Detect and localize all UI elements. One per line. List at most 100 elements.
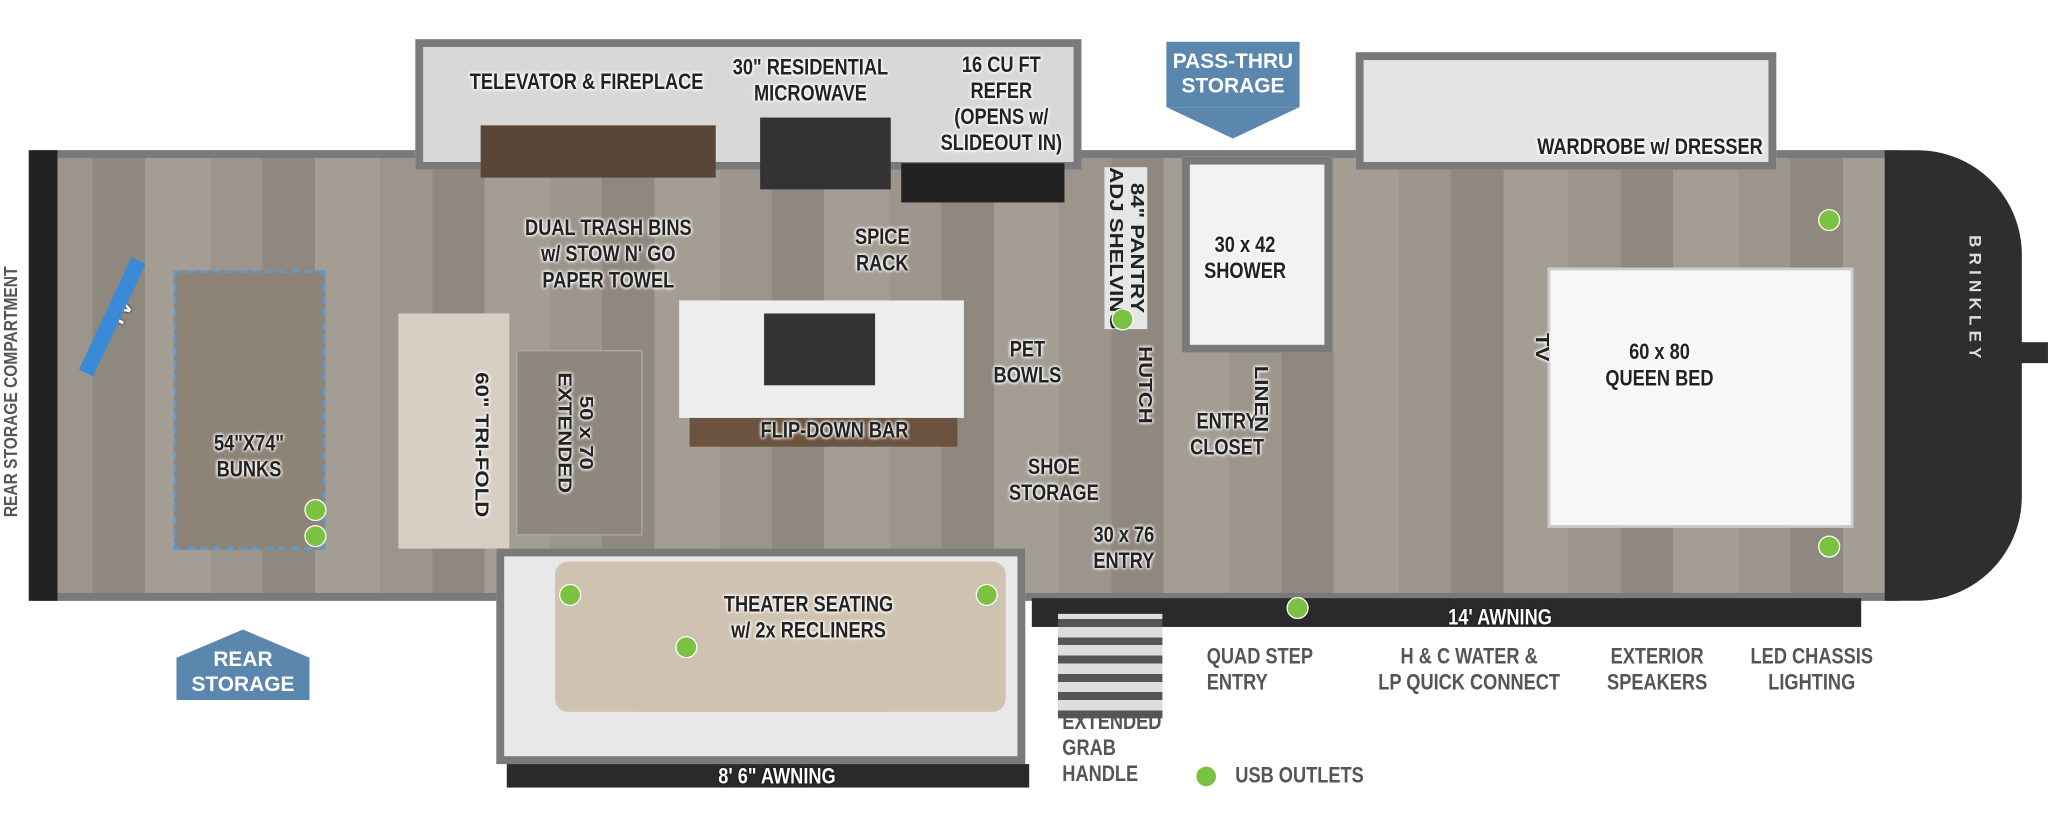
text: 50 x 70 bbox=[575, 395, 597, 470]
trifold-label: 60" TRI-FOLD bbox=[471, 372, 492, 518]
text: RACK bbox=[855, 250, 909, 276]
text: SPEAKERS bbox=[1607, 670, 1708, 695]
bunk-area bbox=[173, 270, 326, 550]
sink bbox=[764, 313, 876, 386]
steps bbox=[1057, 613, 1163, 719]
text: BOWLS bbox=[993, 363, 1062, 388]
text: QUAD STEP bbox=[1206, 643, 1313, 669]
usb-outlet bbox=[675, 636, 698, 659]
sofa bbox=[398, 313, 510, 549]
text: THEATER SEATING bbox=[723, 591, 894, 617]
front-cap bbox=[1884, 150, 2022, 601]
text: ENTRY bbox=[1093, 548, 1155, 574]
rear-wall bbox=[28, 150, 58, 601]
usb-outlet bbox=[304, 498, 327, 522]
hutch-label: HUTCH bbox=[1134, 346, 1155, 424]
text: 30" RESIDENTIAL bbox=[732, 54, 889, 80]
usb-outlet bbox=[304, 525, 327, 548]
text: MICROWAVE bbox=[753, 80, 867, 106]
text: STORAGE bbox=[1181, 75, 1285, 98]
bunks-label: 54"X74"BUNKS bbox=[214, 431, 284, 483]
text: w/ STOW N' GO bbox=[541, 241, 676, 267]
text: 2nd ACCESS bbox=[178, 698, 308, 721]
text: SHOWER bbox=[1204, 258, 1287, 284]
usb-outlet bbox=[1818, 535, 1841, 558]
text: ENTRY bbox=[1196, 408, 1258, 434]
rear-storage-compartment-label: REAR STORAGE COMPARTMENT bbox=[0, 266, 21, 518]
wardrobe-slideout bbox=[1355, 52, 1777, 170]
text: STORAGE bbox=[1009, 480, 1099, 506]
water-label: H & C WATER &LP QUICK CONNECT bbox=[1378, 644, 1560, 696]
text: SPICE bbox=[854, 224, 910, 250]
text: 16 CU FT bbox=[961, 52, 1041, 78]
awning-14 bbox=[1031, 598, 1862, 627]
wardrobe-label: WARDROBE w/ DRESSER bbox=[1537, 134, 1763, 160]
text: SHOE bbox=[1028, 454, 1080, 480]
text: 60 x 80 bbox=[1629, 339, 1690, 365]
text: EXTENDED bbox=[554, 372, 575, 494]
usb-outlet bbox=[1286, 596, 1309, 620]
text: 30 x 76 bbox=[1093, 522, 1155, 548]
awning-14-label: 14' AWNING bbox=[1448, 604, 1552, 630]
theater-seating bbox=[555, 561, 1006, 712]
range bbox=[760, 117, 891, 190]
extended-rug bbox=[515, 350, 643, 536]
bathroom bbox=[1182, 156, 1333, 353]
text: GRAB bbox=[1062, 735, 1116, 761]
text: LED CHASSIS bbox=[1750, 643, 1873, 669]
text: SLIDEOUT IN) bbox=[940, 130, 1063, 156]
tv-front-label: TV bbox=[1531, 333, 1552, 362]
text: 30 x 42 bbox=[1214, 232, 1276, 258]
text: PET bbox=[1009, 336, 1046, 362]
usb-outlet bbox=[1818, 208, 1841, 232]
text: 54"X74" bbox=[214, 431, 284, 456]
usb-legend-dot bbox=[1195, 765, 1218, 788]
awning-86-label: 8' 6" AWNING bbox=[718, 764, 836, 789]
text: PAPER TOWEL bbox=[542, 267, 675, 293]
text: ENTRY bbox=[1206, 670, 1268, 695]
brand-logo: BRINKLEY bbox=[1965, 235, 1986, 364]
queen-bed bbox=[1547, 267, 1854, 528]
linen-label: LINEN bbox=[1250, 365, 1272, 433]
text: 84" PANTRY bbox=[1126, 183, 1148, 314]
text: H & C WATER & bbox=[1400, 643, 1538, 669]
usb-outlet bbox=[1111, 308, 1134, 331]
text: HANDLE bbox=[1062, 761, 1139, 787]
text: PASS-THRU bbox=[1172, 50, 1294, 74]
text: EXTENDED bbox=[1062, 709, 1162, 735]
televator-cabinet bbox=[480, 125, 716, 178]
usb-outlet bbox=[559, 583, 582, 607]
text: DUAL TRASH BINS bbox=[525, 215, 692, 241]
flip-down-bar-label: FLIP-DOWN BAR bbox=[760, 417, 909, 443]
usb-outlet bbox=[975, 583, 998, 607]
text: REFER bbox=[970, 78, 1033, 104]
hitch bbox=[2017, 342, 2048, 364]
bar-top bbox=[689, 417, 958, 447]
text: EXTERIOR bbox=[1610, 643, 1704, 669]
text: w/ 2x RECLINERS bbox=[731, 617, 886, 643]
text: ADJ SHELVING bbox=[1105, 167, 1126, 330]
text: QUEEN BED bbox=[1605, 365, 1714, 391]
awning-86 bbox=[506, 764, 1030, 788]
usb-legend-label: USB OUTLETS bbox=[1235, 762, 1364, 788]
text: STORAGE bbox=[191, 673, 295, 697]
text: LP QUICK CONNECT bbox=[1378, 670, 1561, 695]
televator-label: TELEVATOR & FIREPLACE bbox=[469, 69, 704, 95]
